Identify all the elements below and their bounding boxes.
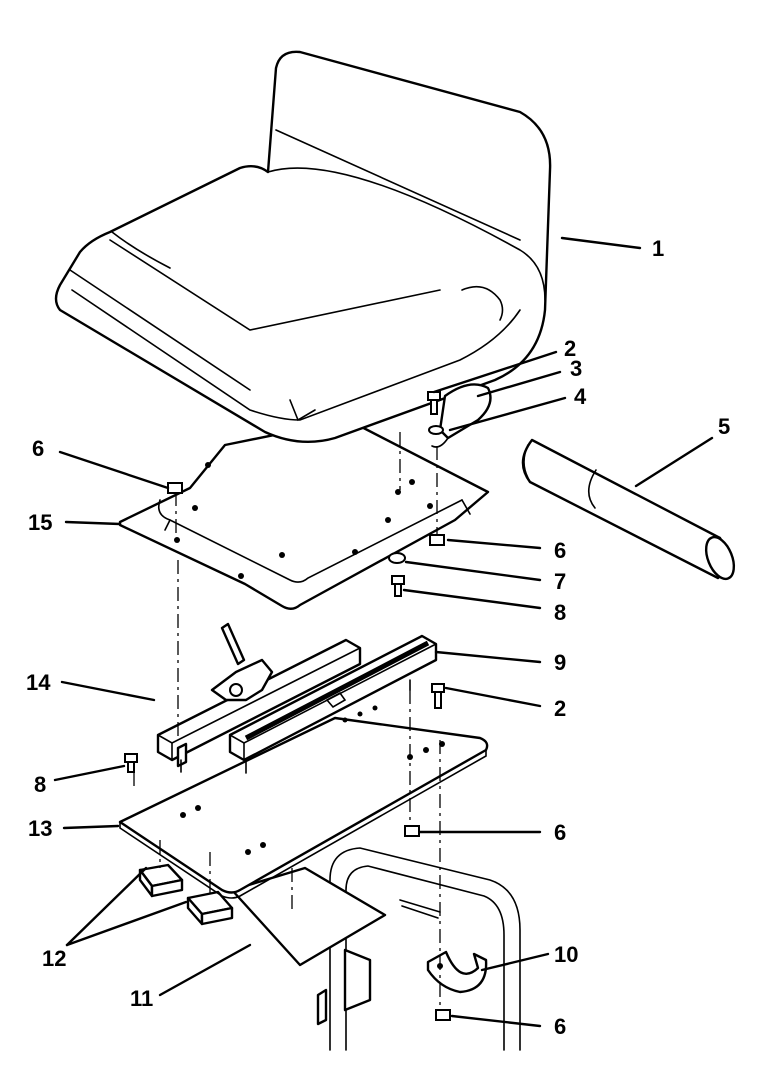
part-10-clamp	[426, 950, 488, 994]
callout-1: 1	[652, 236, 664, 261]
callout-6-mid: 6	[554, 820, 566, 845]
part-11-plate	[230, 866, 387, 967]
callout-13: 13	[28, 816, 52, 841]
callout-14: 14	[26, 670, 51, 695]
callout-10: 10	[554, 942, 578, 967]
callout-15: 15	[28, 510, 52, 535]
part-12-pads	[138, 863, 234, 926]
callout-8-lower: 8	[34, 772, 46, 797]
callout-2-upper: 2	[564, 336, 576, 361]
callout-6-upper: 6	[32, 436, 44, 461]
part-3-bracket	[431, 383, 492, 448]
part-2-bolt-lower	[431, 683, 445, 709]
callout-7: 7	[554, 569, 566, 594]
part-9-slide-rail	[228, 634, 438, 774]
mount-bracket	[316, 948, 372, 1026]
callout-11: 11	[130, 986, 153, 1011]
part-6-nut-right	[429, 534, 445, 546]
callout-6-right: 6	[554, 538, 566, 563]
frame-tube	[329, 847, 521, 1051]
part-8-bolt-lower	[124, 753, 138, 773]
callout-6-lower: 6	[554, 1014, 566, 1039]
part-1-seat	[54, 50, 552, 443]
callout-2-lower: 2	[554, 696, 566, 721]
part-5-handle-grip	[521, 438, 736, 581]
part-7-washer	[388, 552, 406, 564]
callout-4: 4	[574, 384, 587, 409]
callout-9: 9	[554, 650, 566, 675]
leader-lines	[53, 236, 714, 1028]
part-8-bolt-upper	[391, 575, 405, 597]
part-4-washer	[428, 425, 444, 435]
callout-3: 3	[570, 356, 582, 381]
part-6-nut-lower	[435, 1009, 451, 1021]
part-13-seat-plate	[118, 705, 489, 899]
callouts: 1 2 3 4 5 6 6 7 8 9 2 14 8 6 13 12 10 11…	[26, 236, 730, 1039]
callout-5: 5	[718, 414, 730, 439]
part-6-nut-mid	[404, 825, 420, 837]
part-15-seat-pan	[118, 418, 490, 610]
callout-12: 12	[42, 946, 66, 971]
part-14-slide-rail-latch	[156, 622, 362, 773]
callout-8-upper: 8	[554, 600, 566, 625]
part-6-nut-upper	[167, 482, 183, 494]
assembly-lines	[133, 432, 441, 1010]
